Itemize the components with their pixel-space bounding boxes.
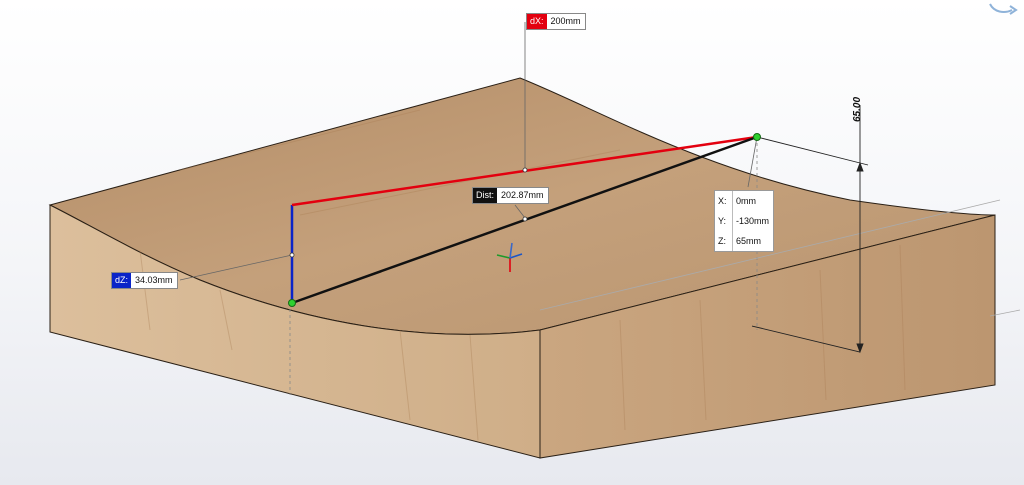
dz-measure-tag[interactable]: dZ: 34.03mm [111, 272, 178, 289]
dx-value: 200mm [550, 16, 581, 26]
dist-label: Dist: [473, 188, 497, 203]
view-arrow-icon[interactable] [989, 3, 1018, 15]
coord-row-x: X: 0mm [715, 191, 773, 211]
height-dimension[interactable] [751, 105, 869, 354]
wood-grain [139, 109, 906, 441]
coord-z-value: 65mm [736, 236, 762, 246]
coord-x-value: 0mm [736, 196, 756, 206]
dx-leader-point [522, 167, 528, 173]
point-coordinate-box[interactable]: X: 0mm Y: -130mm Z: 65mm [714, 190, 774, 252]
coord-y-label: Y: [715, 211, 733, 231]
coord-y-value: -130mm [736, 216, 770, 226]
coord-row-z: Z: 65mm [715, 231, 773, 251]
dz-leader-point [289, 252, 295, 258]
height-dimension-value[interactable]: 65.00 [852, 96, 863, 122]
block-front-face[interactable] [49, 204, 541, 459]
dx-measure-tag[interactable]: dX: 200mm [526, 13, 586, 30]
coord-x-label: X: [715, 191, 733, 211]
dist-value: 202.87mm [501, 190, 544, 200]
start-point-marker[interactable] [288, 299, 296, 307]
leader-lines [179, 22, 758, 281]
coordinate-triad-icon [496, 242, 523, 272]
coord-z-label: Z: [715, 231, 733, 251]
dist-leader-point [522, 216, 528, 222]
wood-block-model[interactable] [48, 77, 996, 459]
coord-row-y: Y: -130mm [715, 211, 773, 231]
block-side-face[interactable] [539, 214, 996, 459]
dx-label: dX: [527, 14, 547, 29]
end-point-marker[interactable] [753, 133, 761, 141]
dist-measure-tag[interactable]: Dist: 202.87mm [472, 187, 549, 204]
dz-value: 34.03mm [135, 275, 173, 285]
dz-label: dZ: [112, 273, 132, 288]
